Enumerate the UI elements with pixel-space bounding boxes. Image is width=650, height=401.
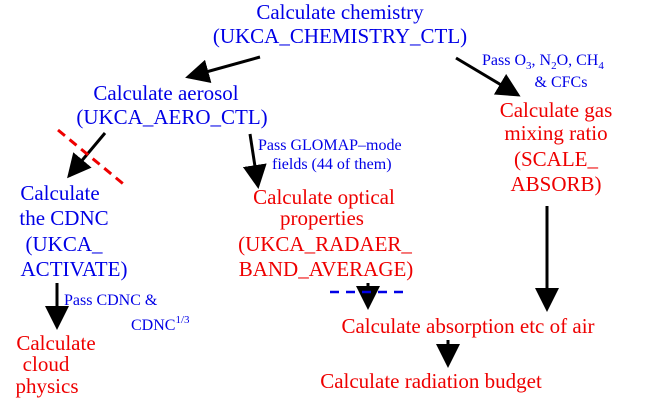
node-calculate-absorption: Calculate absorption etc of air	[341, 314, 594, 338]
cloud-line1: Calculate	[16, 331, 95, 355]
node-calculate-optical-properties: Calculate optical properties (UKCA_RADAE…	[238, 185, 413, 281]
node-calculate-cloud-physics: Calculate cloud physics	[16, 331, 96, 398]
cloud-line2: cloud	[23, 352, 70, 376]
pass-glomap-line1: Pass GLOMAP–mode	[258, 137, 402, 154]
label-pass-gases: Pass O3, N2O, CH4 & CFCs	[482, 52, 604, 91]
chemistry-module: (UKCA_CHEMISTRY_CTL)	[213, 24, 467, 48]
cdnc-module-line2: ACTIVATE)	[21, 257, 128, 281]
pass-gases-line2: & CFCs	[535, 74, 588, 91]
chemistry-title: Calculate chemistry	[256, 0, 424, 24]
cloud-line3: physics	[16, 374, 79, 398]
node-calculate-gas-mixing-ratio: Calculate gas mixing ratio (SCALE_ ABSOR…	[500, 98, 613, 196]
pass-glomap-line2: fields (44 of them)	[272, 156, 392, 173]
aerosol-module: (UKCA_AERO_CTL)	[76, 105, 267, 129]
node-calculate-cdnc: Calculate the CDNC (UKCA_ ACTIVATE)	[19, 181, 127, 281]
pass-cdnc-line1: Pass CDNC &	[64, 292, 158, 309]
optical-line1: Calculate optical	[253, 185, 395, 209]
node-calculate-aerosol: Calculate aerosol (UKCA_AERO_CTL)	[76, 81, 267, 129]
optical-line2: properties	[280, 206, 364, 230]
gas-line1: Calculate gas	[500, 98, 613, 122]
cut-mark	[57, 128, 128, 189]
gas-module-line2: ABSORB)	[510, 172, 601, 196]
gas-module-line1: (SCALE_	[514, 147, 599, 171]
arrow-aerosol-to-optical	[242, 133, 267, 189]
gas-line2: mixing ratio	[504, 121, 607, 145]
optical-module-line2: BAND_AVERAGE)	[239, 257, 414, 281]
cdnc-module-line1: (UKCA_	[26, 232, 103, 256]
node-calculate-chemistry: Calculate chemistry (UKCA_CHEMISTRY_CTL)	[213, 0, 467, 48]
cdnc-line2: the CDNC	[19, 206, 108, 230]
optical-module-line1: (UKCA_RADAER_	[238, 232, 412, 256]
aerosol-title: Calculate aerosol	[93, 81, 238, 105]
arrow-chemistry-to-gas	[455, 56, 521, 97]
label-pass-cdnc: Pass CDNC & CDNC1/3	[64, 292, 190, 334]
pass-cdnc-line2: CDNC1/3	[131, 314, 190, 334]
node-calculate-radiation-budget: Calculate radiation budget	[320, 369, 542, 393]
cdnc-line1: Calculate	[20, 181, 99, 205]
arrow-chemistry-to-aerosol	[185, 55, 261, 83]
label-pass-glomap: Pass GLOMAP–mode fields (44 of them)	[258, 137, 402, 173]
pass-gases-line1: Pass O3, N2O, CH4	[482, 52, 604, 72]
